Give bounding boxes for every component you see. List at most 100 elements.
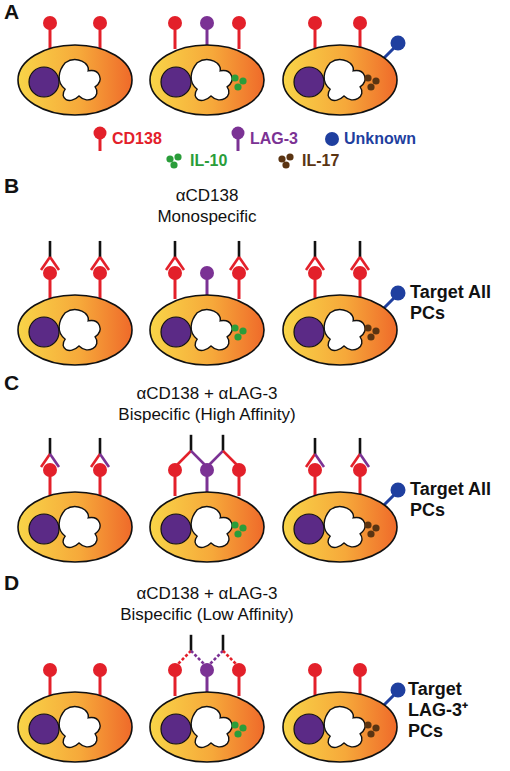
low-affinity-antibody: [207, 635, 239, 667]
cytokine-dot: [372, 524, 379, 531]
legend-label: IL-10: [190, 151, 227, 171]
nucleus: [294, 317, 324, 347]
cell-body: [18, 492, 132, 562]
low-affinity-antibody: [175, 635, 207, 667]
receptor-head: [43, 266, 57, 280]
antibody-arm: [166, 257, 175, 270]
legend-cytokine-dot: [286, 153, 293, 160]
antibody: [230, 241, 248, 270]
cytokine-dot: [234, 730, 241, 737]
cytokine-dot: [231, 74, 238, 81]
antibody-arm: [351, 257, 360, 270]
plasma-cell: [283, 16, 406, 115]
nucleus: [29, 67, 59, 97]
receptor-head: [353, 663, 367, 677]
nucleus: [161, 317, 191, 347]
antibody-stem: [190, 435, 193, 451]
cytokine-dot: [231, 521, 238, 528]
cytokine-dot: [372, 77, 379, 84]
antibody: [351, 241, 369, 270]
antibody-arm: [41, 454, 50, 467]
panel-letter: C: [4, 373, 34, 393]
antibody-format: Bispecific (High Affinity): [57, 405, 357, 425]
antibody-arm: [91, 257, 100, 270]
cytokine-dot: [234, 83, 241, 90]
cytokine-dot: [364, 324, 371, 331]
cell-body: [283, 692, 397, 762]
receptor-head: [168, 266, 182, 280]
antibody-stem: [99, 438, 102, 454]
antibody-arm: [306, 257, 315, 270]
plasma-cell: [150, 16, 264, 115]
antibody-arm: [100, 454, 109, 467]
plasma-cell: [18, 241, 132, 365]
panel-letter: D: [4, 573, 34, 593]
cytokine-dot: [367, 83, 374, 90]
cell-body: [283, 45, 397, 115]
receptor-head: [232, 266, 246, 280]
antibody-stem: [314, 438, 317, 454]
nucleus: [161, 67, 191, 97]
antibody-stem: [222, 435, 225, 451]
antibody-stem: [174, 241, 177, 257]
antibody-arm: [41, 257, 50, 270]
receptor-head: [308, 663, 322, 677]
antibody-stem: [222, 635, 225, 651]
receptor-head: [43, 463, 57, 477]
golgi-region: [324, 707, 365, 748]
antibody-arm: [360, 454, 369, 467]
antibody-arm: [230, 257, 239, 270]
golgi-region: [191, 507, 232, 548]
unknown-marker-head: [391, 683, 406, 698]
antibody-arm: [306, 454, 315, 467]
antibody-stem: [238, 241, 241, 257]
golgi-region: [59, 60, 100, 101]
antibody: [306, 241, 324, 270]
antibody-arm: [360, 257, 369, 270]
nucleus: [294, 67, 324, 97]
nucleus: [294, 514, 324, 544]
legend-label: LAG-3: [250, 129, 298, 149]
antibody: [41, 241, 59, 270]
cytokine-dot: [364, 74, 371, 81]
panel-letter: A: [4, 2, 34, 22]
antibody-arm: [223, 451, 239, 467]
cytokine-dot: [367, 730, 374, 737]
legend-label: CD138: [112, 129, 162, 149]
plasma-cell: [18, 16, 132, 115]
receptor-head: [43, 16, 57, 30]
antibody-arm: [175, 651, 191, 667]
cytokine-dot: [364, 521, 371, 528]
nucleus: [29, 514, 59, 544]
antibody-arm: [91, 454, 100, 467]
antibody-arm: [50, 454, 59, 467]
target-note: Target LAG-3⁺ PCs: [408, 679, 508, 742]
antibody: [91, 241, 109, 270]
receptor-head: [43, 663, 57, 677]
receptor-head: [353, 266, 367, 280]
antibody-stem: [359, 241, 362, 257]
cell-body: [150, 692, 264, 762]
nucleus: [161, 714, 191, 744]
golgi-region: [324, 60, 365, 101]
cell-body: [150, 295, 264, 365]
nucleus: [294, 714, 324, 744]
legend-label: Unknown: [344, 129, 416, 149]
cytokine-dot: [239, 724, 246, 731]
antibody-stem: [359, 438, 362, 454]
receptor-head: [232, 463, 246, 477]
antibody-arm: [315, 257, 324, 270]
cytokine-dot: [239, 327, 246, 334]
antibody-stem: [314, 241, 317, 257]
cell-body: [18, 692, 132, 762]
receptor-head: [200, 663, 214, 677]
antibody-arm: [239, 257, 248, 270]
legend-marker: [325, 132, 339, 146]
golgi-region: [59, 310, 100, 351]
receptor-head: [353, 463, 367, 477]
antibody: [351, 438, 369, 467]
golgi-region: [59, 707, 100, 748]
cytokine-dot: [372, 327, 379, 334]
receptor-head: [168, 16, 182, 30]
